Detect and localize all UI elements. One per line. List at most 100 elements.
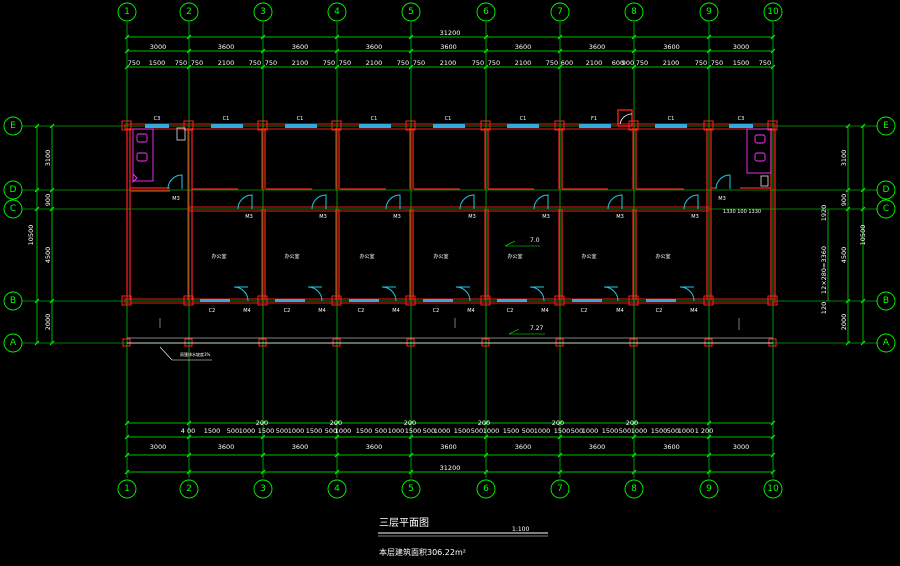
doors [167, 113, 731, 302]
wc-fixtures [132, 127, 772, 187]
dim-text: 1500 [405, 427, 422, 435]
grid-bubble [401, 479, 421, 499]
dim-text: 900 [840, 194, 848, 206]
grid-bubble [876, 116, 896, 136]
grid-label: 8 [631, 484, 637, 494]
grid-bubble [550, 2, 570, 22]
dim-text: 1000 [582, 427, 599, 435]
dim-text: 3000 [733, 443, 750, 451]
dim-text: 750 [249, 59, 261, 67]
dim-text: 3600 [366, 443, 383, 451]
drawing-scale: 1:100 [512, 526, 529, 533]
grid-bubble [550, 479, 570, 499]
dim-text: 3600 [515, 43, 532, 51]
dim-text: 1920 [820, 205, 828, 222]
grid-bubble [624, 2, 644, 22]
dim-text: 2000 [44, 314, 52, 331]
grid-label: 1 [124, 484, 130, 494]
room-label: 办公室 [211, 253, 226, 260]
dim-text: 200 [330, 419, 342, 427]
dim-text: 750 [175, 59, 187, 67]
grid-label: D [883, 185, 890, 195]
door-label: M3 [718, 196, 726, 202]
opening-label: C2 [433, 308, 440, 314]
grid-label: C [10, 204, 16, 214]
door-label: M3 [616, 214, 624, 220]
dim-text: 200 [256, 419, 268, 427]
grid-label: A [883, 338, 890, 348]
dim-text: 750 [488, 59, 500, 67]
dim-text: 120 [820, 302, 828, 314]
dimension-lines [34, 34, 866, 475]
grid-bubble [117, 479, 137, 499]
grid-lines [22, 22, 878, 478]
grid-bubble [3, 199, 23, 219]
dim-text: 3600 [663, 43, 680, 51]
opening-label: M4 [243, 308, 251, 314]
dim-text: 2100 [366, 59, 383, 67]
dim-text: 3600 [218, 43, 235, 51]
floor-area: 本层建筑面积306.22m² [379, 547, 466, 557]
room-labels: 办公室办公室办公室办公室办公室办公室办公室 [211, 253, 670, 260]
grid-label: 9 [706, 7, 712, 17]
dim-text: 500 [375, 427, 387, 435]
grid-label: B [10, 296, 16, 306]
drawing-title: 三层平面图 [379, 517, 429, 529]
dim-text: 3600 [589, 43, 606, 51]
door-label: M3 [319, 214, 327, 220]
door-label: M3 [393, 214, 401, 220]
dim-text: 500 [522, 427, 534, 435]
grid-label: 9 [706, 484, 712, 494]
grid-label: 8 [631, 7, 637, 17]
door-label: M3 [172, 196, 180, 202]
dim-text: 3600 [440, 43, 457, 51]
dim-text: 600 [612, 59, 624, 67]
dim-text: 750 [711, 59, 723, 67]
grid-label: B [883, 296, 889, 306]
room-label: 办公室 [581, 253, 596, 260]
grid-bubble [253, 2, 273, 22]
grid-label: 5 [408, 484, 414, 494]
grid-bubble [876, 199, 896, 219]
grid-bubble [699, 479, 719, 499]
canopy-note: 雨篷排水坡度3% [180, 351, 211, 357]
dim-text: 900 [622, 59, 634, 67]
grid-bubble [876, 291, 896, 311]
door-label: M3 [245, 214, 253, 220]
window-label: C1 [668, 116, 675, 122]
grid-label: C [883, 204, 889, 214]
dim-text: 1500 [258, 427, 275, 435]
dim-text: 4500 [44, 247, 52, 264]
dim-text: 200 [478, 419, 490, 427]
grid-bubble [327, 2, 347, 22]
dim-text: 750 [397, 59, 409, 67]
window-label: C3 [738, 116, 745, 122]
grid-bubble [327, 479, 347, 499]
dim-text: 3600 [440, 443, 457, 451]
right-total-dim: 10500 [859, 225, 867, 246]
dim-text: 3600 [366, 43, 383, 51]
dim-text: 2100 [515, 59, 532, 67]
dim-text: 1500 [356, 427, 373, 435]
dim-text: 2100 [663, 59, 680, 67]
door-label: M3 [468, 214, 476, 220]
dim-text: 750 [323, 59, 335, 67]
dim-text: 3600 [663, 443, 680, 451]
dim-text: 1000 [288, 427, 305, 435]
grid-label: 3 [260, 484, 266, 494]
dim-text: 1500 [149, 59, 166, 67]
dim-text: 3600 [292, 443, 309, 451]
dim-text: 500 [325, 427, 337, 435]
dim-text: 750 [191, 59, 203, 67]
opening-label: M4 [318, 308, 326, 314]
opening-label: C2 [581, 308, 588, 314]
dim-text: 600 [561, 59, 573, 67]
window-label: F1 [591, 116, 597, 122]
